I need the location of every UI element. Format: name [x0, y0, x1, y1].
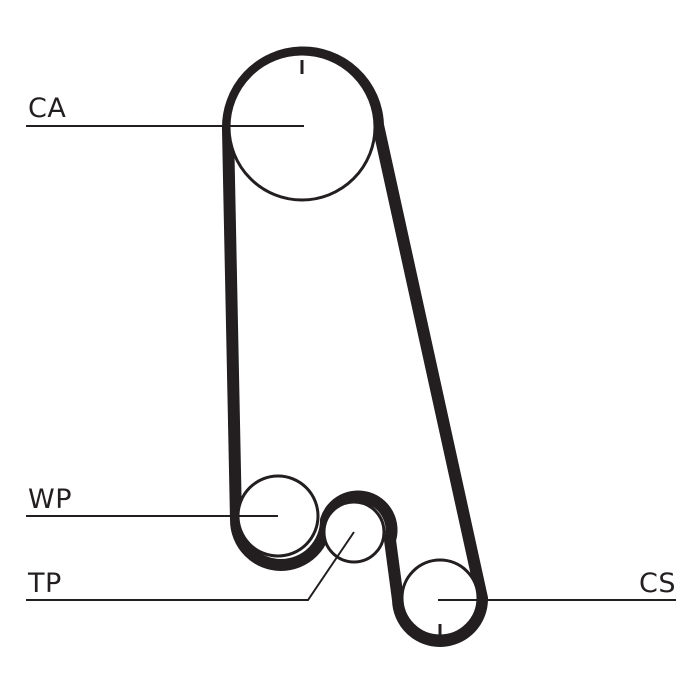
tensioner-label: TP: [27, 568, 62, 599]
water-pump-label: WP: [28, 484, 72, 515]
tensioner-leader-line: [26, 531, 355, 601]
timing-belt: [221, 46, 489, 647]
camshaft-label: CA: [28, 93, 66, 124]
crankshaft-label: CS: [639, 568, 676, 599]
